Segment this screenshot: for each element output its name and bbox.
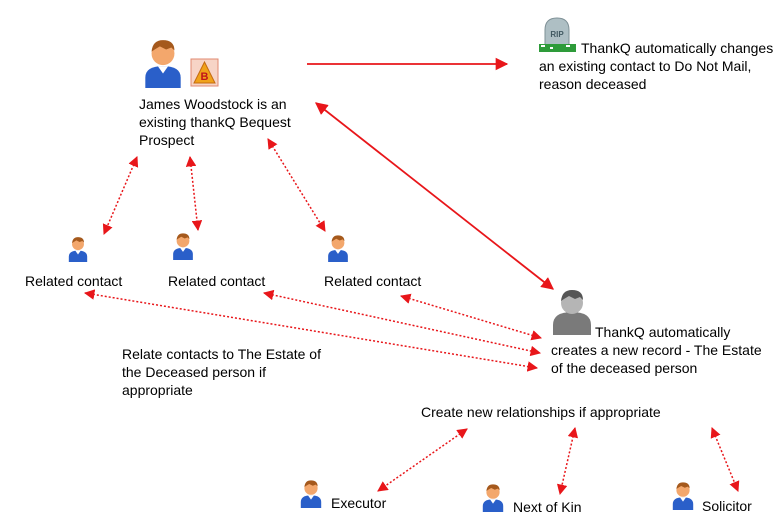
- related-contact-2-label: Related contact: [168, 273, 266, 289]
- arrow-create-solicitor: [710, 427, 740, 492]
- estate-person-icon: [553, 290, 591, 335]
- rip-text: RIP: [550, 30, 564, 39]
- related-contact-3-label: Related contact: [324, 273, 422, 289]
- rip-headstone-icon: RIP: [539, 17, 576, 52]
- relate-contacts-note: Relate contacts to The Estate of the Dec…: [122, 346, 321, 398]
- arrow-related-3-estate: [399, 293, 543, 341]
- arrow-prospect-related-1: [102, 156, 139, 235]
- arrow-create-next-of-kin: [556, 426, 579, 496]
- related-contact-1-icon: [68, 237, 88, 262]
- related-contact-2-icon: [173, 233, 193, 260]
- related-contact-1-label: Related contact: [25, 273, 123, 289]
- create-relationships-note: Create new relationships if appropriate: [421, 404, 661, 420]
- arrows: [83, 57, 740, 496]
- bequest-badge-icon: B: [190, 58, 219, 87]
- solicitor-icon: [672, 482, 694, 510]
- estate-description: ThankQ automatically creates a new recor…: [551, 324, 762, 376]
- next-of-kin-label: Next of Kin: [513, 499, 582, 515]
- arrow-create-executor: [377, 428, 468, 492]
- do-not-mail-description: ThankQ automatically changes an existing…: [539, 40, 774, 92]
- prospect-description: James Woodstock is an existing thankQ Be…: [139, 96, 291, 148]
- bequest-badge-letter: B: [201, 71, 209, 83]
- arrow-prospect-estate: [315, 102, 554, 290]
- arrow-prospect-related-2: [185, 155, 203, 232]
- related-contact-3-icon: [328, 235, 348, 262]
- arrow-related-2-estate: [262, 289, 542, 357]
- next-of-kin-icon: [482, 484, 504, 512]
- prospect-person-icon: [145, 40, 181, 88]
- executor-label: Executor: [331, 495, 387, 511]
- executor-icon: [300, 480, 322, 508]
- arrow-prospect-related-3: [267, 138, 326, 232]
- solicitor-label: Solicitor: [702, 498, 752, 514]
